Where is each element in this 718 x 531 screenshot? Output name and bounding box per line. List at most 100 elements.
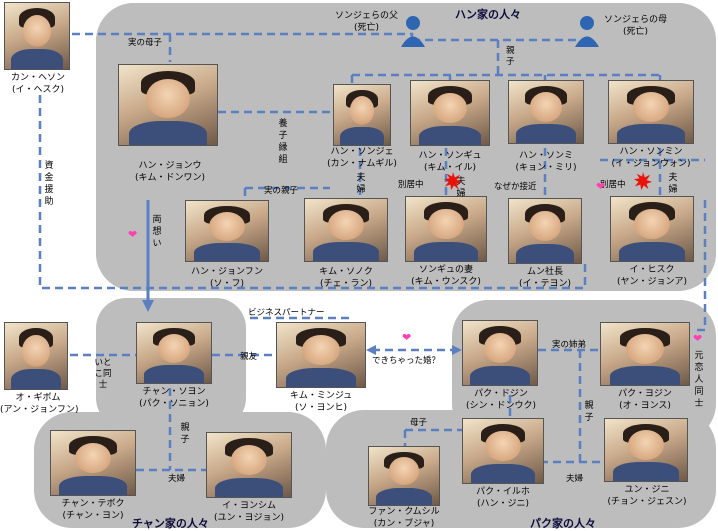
label-couple-sonmin: 夫婦 [668,173,678,195]
actor-line: (パク・ソニョン) [139,399,209,409]
name-line: チャン・ソヨン [142,387,206,397]
actor-line: (カン・ブジャ) [373,519,435,529]
heart-icon: ❤ [693,332,703,345]
actor-line: (ソ・フ) [209,279,245,289]
label-best-friend: 親友 [240,352,258,362]
name-line: イ・ヨンシム [221,501,276,511]
name-han-sonmin: ハン・ソンミン (イ・ジョンウォン) [604,146,698,170]
name-line: イ・ヒスク [629,265,675,275]
label-cousins: いとこ同士 [94,358,112,390]
photo-songyu-wife [405,196,487,262]
name-chanyon: チャン・ソヨン (パク・ソニョン) [130,386,218,410]
label-han-children: 親子 [506,46,515,67]
label-somehow-close: なぜか接近 [494,182,537,192]
name-han-sonmi: ハン・ソンミ (キョン・ミリ) [508,150,584,174]
photo-han-sonmin [608,80,694,144]
photo-mun [508,198,582,264]
photo-han-sonmi [508,80,584,144]
label-chan-couple: 夫婦 [168,474,186,484]
label-shotgun-marriage: できちゃった婚？ [372,356,441,366]
name-kang-hyeson: カン・ヘソン (イ・ヘスク) [2,72,74,96]
name-line: ソンギュの妻 [418,265,473,275]
photo-yojin [600,322,690,386]
photo-minju [276,322,366,388]
label-funding: 資金援助 [44,161,54,207]
label-chan-parent-child: 親子 [180,423,190,445]
heart-icon: ❤ [596,180,606,193]
name-line: ファン・クムシル [368,507,440,517]
name-yunjini: ユン・ジニ (チョン・ジェスン) [600,484,694,508]
actor-line: (カン・ナムギル) [327,159,397,169]
label-mother-child: 母子 [410,418,428,428]
name-line: パク・イルホ [476,487,530,497]
actor-line: (キム・イル) [423,163,477,173]
name-ihyeku: イ・ヒスク (ヤン・ジョンア) [612,264,692,288]
name-mun: ムン社長 (イ・テヨン) [510,266,580,290]
label-park-parent-child: 親子 [584,401,594,423]
label-park-couple: 夫婦 [566,474,584,484]
actor-line: (アン・ジョンフン) [0,405,79,415]
actor-line: (キョン・ミリ) [515,163,577,173]
name-han-sonje: ハン・ソンジェ (カン・ナムギル) [314,146,410,170]
name-line: パク・ヨジン [618,389,672,399]
han-mother-note: (死亡) [622,27,649,37]
actor-line: (チョン・ジェスン) [607,497,687,507]
heart-icon: ❤ [402,331,412,344]
label-real-siblings: 実の姉弟 [552,340,587,350]
heart-icon: ❤ [128,228,138,241]
name-line: パク・ドジン [474,389,528,399]
name-dojin: パク・ドジン (シン・ドンウク) [456,388,546,412]
actor-line: (イ・テヨン) [518,279,572,289]
name-line: ユン・ジニ [624,485,670,495]
actor-line: (シン・ドンウク) [465,401,537,411]
label-real-parent-child-2: 実の親子 [264,186,299,196]
label-mutual-love: 両想い [152,215,162,249]
name-kim-sonku: キム・ソノク (チェ・ラン) [308,266,384,290]
name-line: ムン社長 [526,267,563,277]
name-yojin: パク・ヨジン (オ・ヨンス) [606,388,684,412]
photo-kim-sonku [304,198,388,262]
actor-line: (チャン・ヨン) [62,511,124,521]
chan-family-title: チャン家の人々 [132,517,209,530]
name-line: ハン・ソンギュ [418,151,482,161]
name-line: ハン・ソンジェ [330,147,394,157]
name-han-junfun: ハン・ジョンフン (ソ・フ) [190,266,264,290]
actor-line: (ユン・ヨジョン) [213,513,285,523]
photo-kumsil [368,446,440,506]
photo-ilho [462,418,544,484]
photo-yunjini [604,418,688,482]
name-line: ハン・ソンミ [518,151,573,161]
actor-line: (ヤン・ジョンア) [616,277,688,287]
photo-han-junu [118,64,218,146]
name-songyu-wife: ソンギュの妻 (キム・ウンスク) [406,264,486,288]
label-adopted: 養子縁組 [278,119,288,165]
name-line: カン・ヘソン [10,73,65,83]
photo-tebok [50,430,136,496]
name-line: ハン・ジョンウ [138,161,202,171]
han-father-label: ソンジェらの父 [335,11,399,21]
label-separated-songyu: 別居中 [398,180,424,190]
photo-ihyeku [610,196,694,262]
han-family-title: ハン家の人々 [455,8,521,21]
name-kumsil: ファン・クムシル (カン・ブジャ) [362,506,446,530]
burst-icon [444,172,462,190]
actor-line: (キム・ドンワン) [134,173,206,183]
photo-han-junfun [185,200,269,262]
label-couple-sonje: 夫婦 [356,173,366,195]
name-gibom: オ・ギボム (アン・ジョンフン) [0,392,79,416]
photo-han-sonje [333,84,391,146]
label-ex-lovers: 元恋人同士 [694,351,704,409]
name-tebok: チャン・テボク (チャン・ヨン) [52,498,134,522]
name-han-junu: ハン・ジョンウ (キム・ドンワン) [130,160,210,184]
name-line: キム・ミンジュ [289,391,353,401]
person-icon [401,16,425,47]
park-family-title: パク家の人々 [530,517,596,530]
photo-kang-hyeson [4,2,70,70]
burst-icon [634,172,652,190]
name-ilho: パク・イルホ (ハン・ジニ) [464,486,542,510]
photo-chanyon [136,322,212,384]
actor-line: (イ・ヘスク) [11,85,65,95]
name-line: オ・ギボム [15,393,61,403]
name-han-songyu: ハン・ソンギュ (キム・イル) [410,150,490,174]
name-line: チャン・テボク [61,499,125,509]
